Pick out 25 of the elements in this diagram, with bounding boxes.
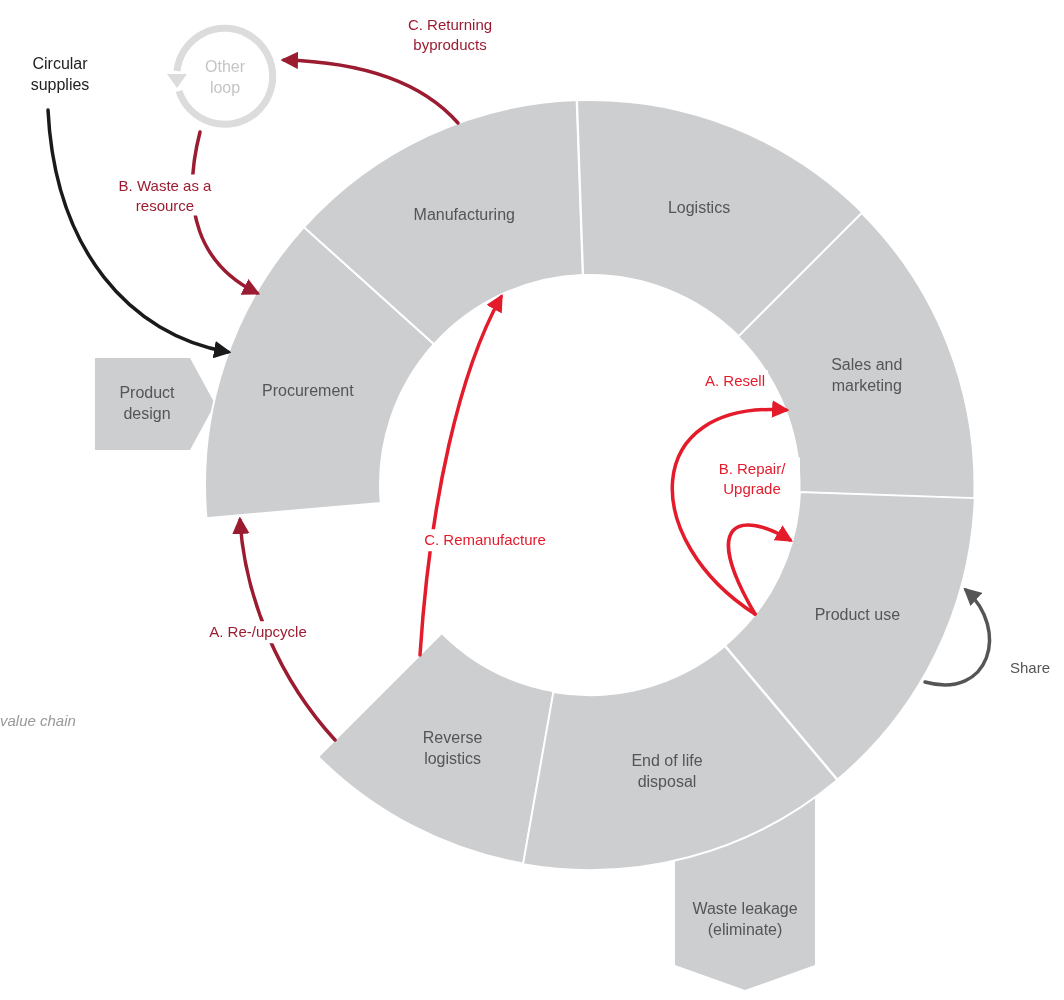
flow-text: Circular supplies bbox=[29, 54, 91, 95]
node-label: End of life disposal bbox=[630, 751, 704, 793]
note-text: value chain bbox=[0, 712, 76, 729]
node-label: Product use bbox=[813, 605, 902, 625]
arrow bbox=[670, 401, 790, 616]
node-label: Waste leakage (eliminate) bbox=[691, 899, 799, 940]
ring-segment bbox=[576, 100, 863, 337]
arrow bbox=[232, 516, 337, 742]
arrow bbox=[418, 293, 503, 657]
node-label: Manufacturing bbox=[412, 204, 516, 225]
node-label: Other loop bbox=[204, 57, 246, 98]
process-arrow-box bbox=[95, 358, 215, 450]
arrow bbox=[280, 51, 460, 125]
node-label: Reverse logistics bbox=[421, 728, 484, 769]
ring-segment bbox=[317, 633, 554, 865]
arrow bbox=[726, 523, 794, 616]
ring-segment bbox=[303, 100, 583, 345]
node-label: Product design bbox=[118, 383, 176, 424]
ring-segment bbox=[205, 227, 434, 519]
node-label: Sales and marketing bbox=[830, 355, 904, 396]
node-label: Procurement bbox=[261, 380, 355, 401]
arrow bbox=[46, 108, 232, 358]
edge-label: A. Re-/upcycle bbox=[206, 621, 310, 643]
arrow bbox=[923, 587, 992, 687]
node-label: Logistics bbox=[666, 197, 732, 218]
